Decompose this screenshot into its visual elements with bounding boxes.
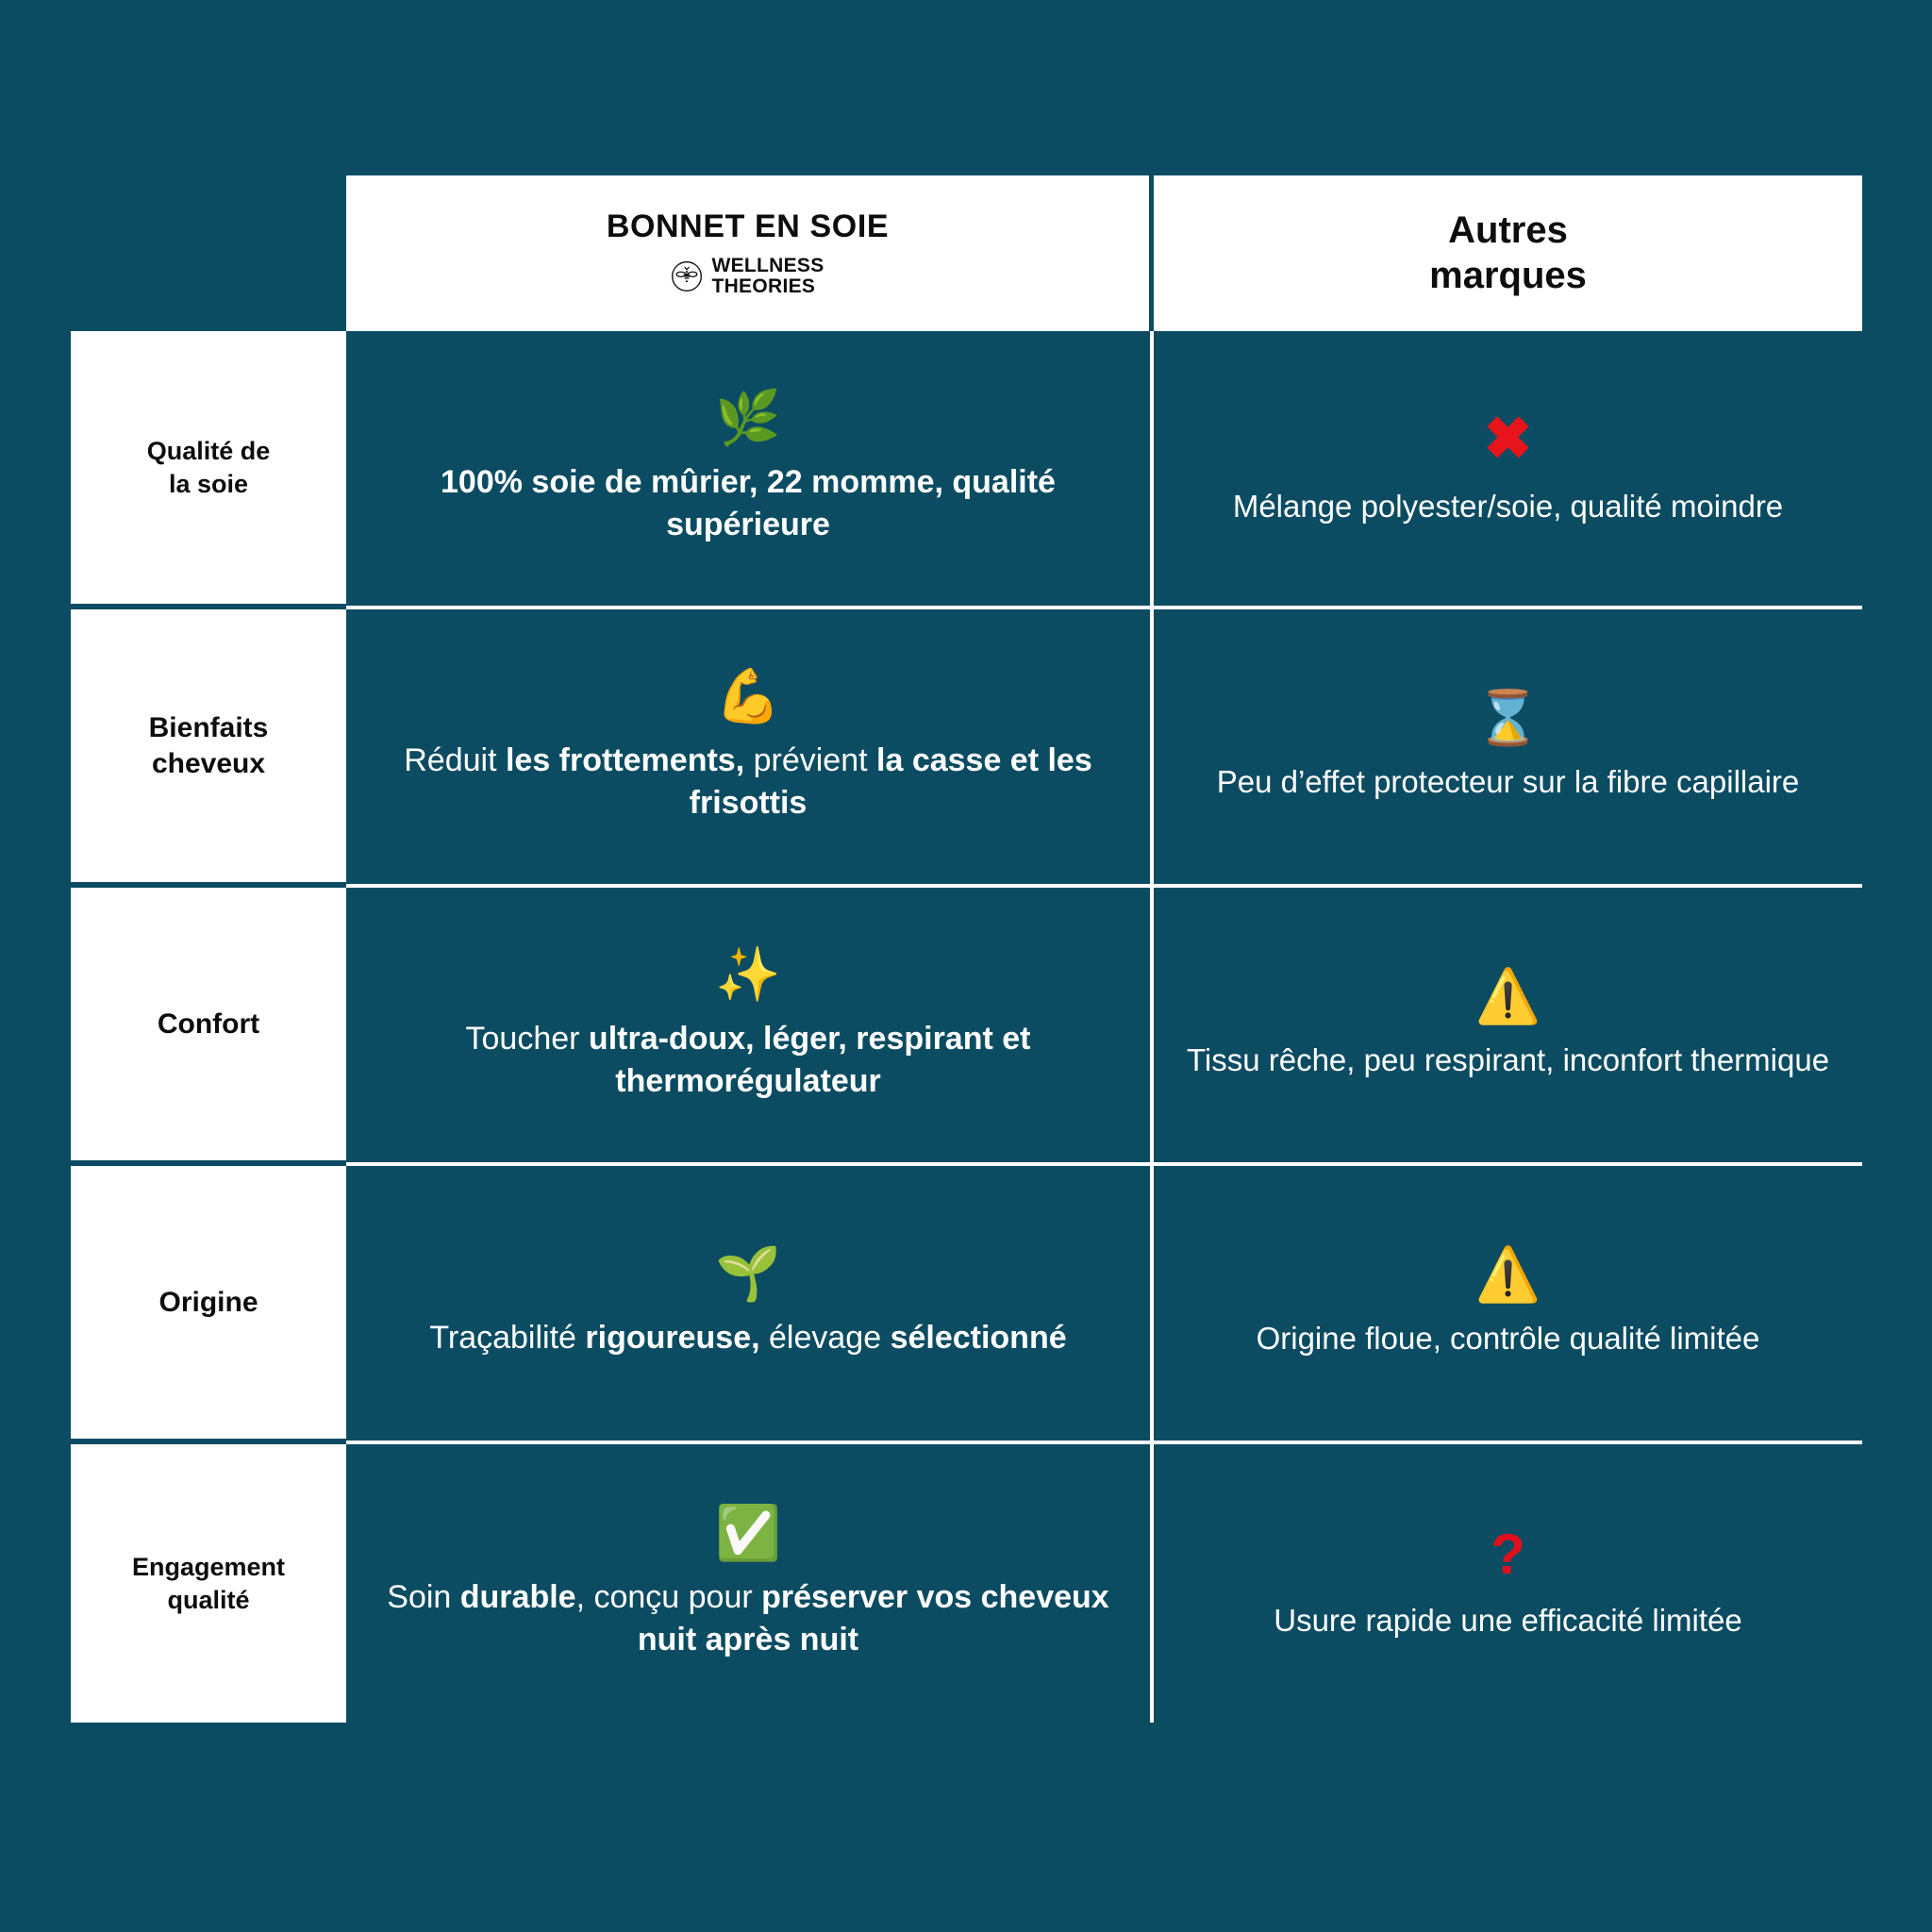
other-brands-cell: ? Usure rapide une efficacité limitée bbox=[1154, 1444, 1862, 1723]
row-label-cell: Engagement qualité bbox=[71, 1444, 346, 1723]
seedling-icon: 🌱 bbox=[715, 1243, 781, 1304]
warning-icon: ⚠️ bbox=[1474, 965, 1541, 1025]
hourglass-icon: ⌛ bbox=[1474, 687, 1541, 747]
silk-bonnet-text: Toucher ultra-doux, léger, respirant et … bbox=[465, 1020, 1031, 1099]
row-label-text: Engagement qualité bbox=[131, 1553, 286, 1614]
question-mark-icon: ? bbox=[1491, 1522, 1525, 1586]
silk-bonnet-cell: 💪 Réduit les frottements, prévient la cas… bbox=[346, 609, 1154, 888]
silk-bonnet-text: 100% soie de mûrier, 22 momme, qualité s… bbox=[441, 463, 1056, 542]
comparison-table: BONNET EN SOIE bbox=[71, 175, 1862, 1741]
row-label-cell: Bienfaits cheveux bbox=[71, 609, 346, 888]
row-label-cell: Origine bbox=[71, 1166, 346, 1444]
silk-bonnet-text: Réduit les frottements, prévient la cass… bbox=[404, 741, 1092, 821]
flexed-biceps-icon: 💪 bbox=[715, 665, 781, 725]
other-brands-cell: ⚠️ Origine floue, contrôle qualité limité… bbox=[1154, 1166, 1862, 1444]
brand-logo: WELLNESS THEORIES bbox=[671, 256, 824, 297]
row-label-text: Bienfaits cheveux bbox=[148, 711, 269, 779]
silk-bonnet-cell: ✅ Soin durable, conçu pour préserver vos … bbox=[346, 1444, 1154, 1723]
others-brands-title: Autres marques bbox=[1429, 208, 1587, 297]
row-label-cell: Confort bbox=[71, 888, 346, 1166]
brand-wordmark-line2: THEORIES bbox=[711, 275, 816, 298]
other-brands-text: Tissu rêche, peu respirant, inconfort th… bbox=[1186, 1041, 1830, 1077]
silk-bonnet-cell: ✨ Toucher ultra-doux, léger, respirant et… bbox=[346, 888, 1154, 1166]
row-label-text: Qualité de la soie bbox=[146, 437, 271, 498]
warning-icon: ⚠️ bbox=[1474, 1243, 1541, 1304]
other-brands-cell: ✖ Mélange polyester/soie, qualité moindre bbox=[1154, 331, 1862, 609]
row-label-text: Confort bbox=[157, 1008, 260, 1040]
cross-mark-icon: ✖ bbox=[1483, 406, 1533, 472]
row-label-cell: Qualité de la soie bbox=[71, 331, 346, 609]
other-brands-text: Mélange polyester/soie, qualité moindre bbox=[1232, 488, 1784, 524]
other-brands-text: Peu d’effet protecteur sur la fibre capi… bbox=[1216, 763, 1800, 799]
others-title-line1: Autres bbox=[1448, 209, 1568, 252]
herb-icon: 🌿 bbox=[715, 387, 781, 447]
bee-logo-icon bbox=[671, 260, 703, 292]
sparkles-icon: ✨ bbox=[715, 943, 781, 1004]
silk-bonnet-cell: 🌱 Traçabilité rigoureuse, élevage sélecti… bbox=[346, 1166, 1154, 1444]
comparison-grid: BONNET EN SOIE bbox=[71, 175, 1862, 1741]
other-brands-cell: ⚠️ Tissu rêche, peu respirant, inconfort … bbox=[1154, 888, 1862, 1166]
others-title-line2: marques bbox=[1429, 254, 1587, 296]
silk-bonnet-cell: 🌿 100% soie de mûrier, 22 momme, qualité … bbox=[346, 331, 1154, 609]
other-brands-text: Origine floue, contrôle qualité limitée bbox=[1256, 1320, 1760, 1356]
brand-wordmark-line1: WELLNESS bbox=[711, 255, 824, 277]
header-corner-blank bbox=[71, 175, 346, 331]
check-mark-button-icon: ✅ bbox=[715, 1502, 781, 1562]
header-brand-column: BONNET EN SOIE bbox=[346, 175, 1154, 331]
silk-bonnet-text: Soin durable, conçu pour préserver vos c… bbox=[387, 1578, 1109, 1657]
brand-product-title: BONNET EN SOIE bbox=[606, 208, 890, 244]
row-label-text: Origine bbox=[158, 1286, 258, 1318]
other-brands-cell: ⌛ Peu d’effet protecteur sur la fibre cap… bbox=[1154, 609, 1862, 888]
brand-wordmark: WELLNESS THEORIES bbox=[711, 256, 824, 297]
other-brands-text: Usure rapide une efficacité limitée bbox=[1274, 1602, 1742, 1638]
header-others-column: Autres marques bbox=[1154, 175, 1862, 331]
silk-bonnet-text: Traçabilité rigoureuse, élevage sélectio… bbox=[429, 1320, 1067, 1357]
